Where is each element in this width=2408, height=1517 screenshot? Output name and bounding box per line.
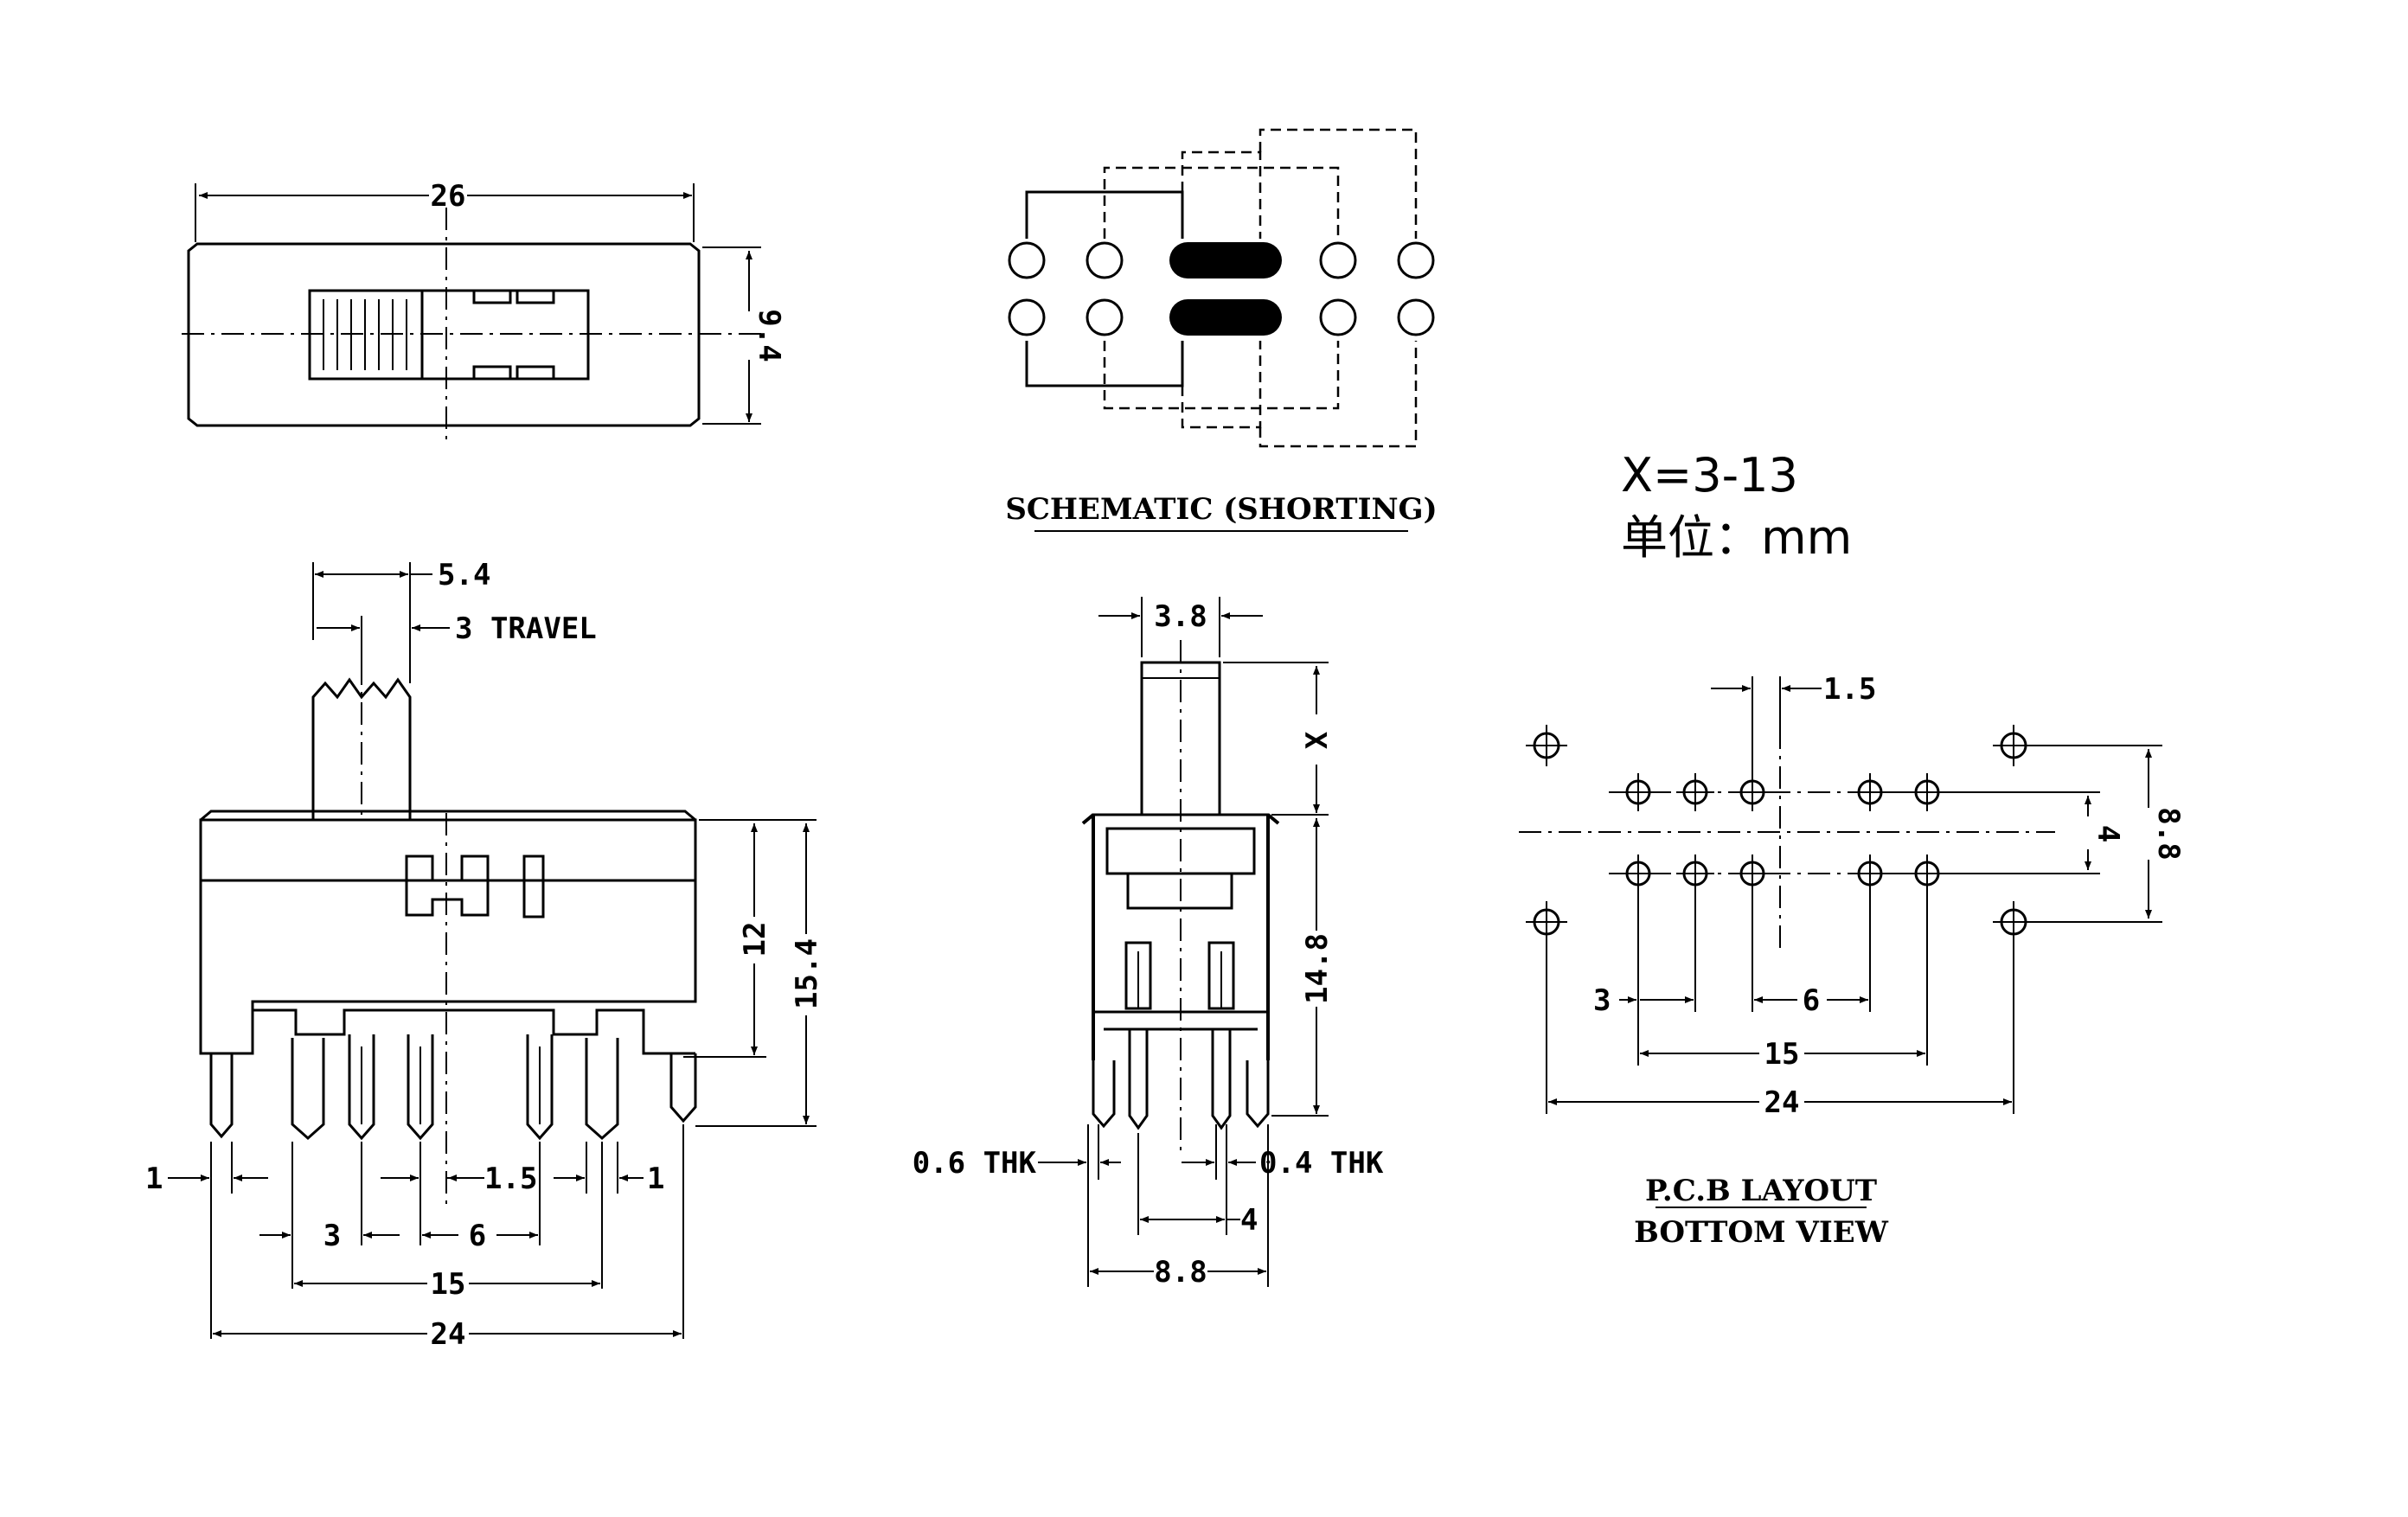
pcb-pin-holes	[1619, 773, 1946, 893]
h-slot-detail	[405, 855, 490, 917]
slot-detents	[472, 289, 555, 381]
dim-14-8-label: 14.8	[1300, 933, 1335, 1004]
side-view: 3.8 X 14.8 0.6 THK 0.4 THK 4 8.8	[913, 597, 1384, 1290]
front-pins	[291, 1034, 619, 1141]
travel-label: 3 TRAVEL	[455, 611, 597, 646]
pcb-dim-8-8-label: 8.8	[2151, 807, 2186, 860]
pcb-dim-4-label: 4	[2091, 825, 2125, 842]
dim-4-label: 4	[1240, 1203, 1258, 1238]
side-frame	[1081, 813, 1280, 1060]
pcb-dim-3-label: 3	[1593, 983, 1611, 1018]
dim-8-8-side-label: 8.8	[1154, 1255, 1207, 1290]
left-frame-leg	[209, 1053, 234, 1139]
dim-6-label: 6	[469, 1219, 486, 1253]
dim-9-4-label: 9.4	[752, 309, 786, 362]
pcb-mount-holes	[1526, 725, 2034, 943]
dim-12-label: 12	[738, 922, 772, 957]
dim-15-label: 15	[431, 1267, 466, 1302]
knob-ribs	[323, 299, 407, 370]
unit-note: 单位：mm	[1621, 510, 1852, 565]
pcb-dim-6-label: 6	[1803, 983, 1820, 1018]
dim-0-6-thk-label: 0.6 THK	[913, 1146, 1037, 1181]
pcb-layout-subtitle: BOTTOM VIEW	[1634, 1215, 1889, 1250]
front-view: 5.4 3 TRAVEL 12 15.4 1 1 1.5 3 6 15 24	[145, 558, 824, 1352]
housing-top	[199, 818, 697, 882]
side-pins	[1128, 1029, 1232, 1130]
side-contacts	[1124, 941, 1235, 1010]
top-view-outline	[187, 242, 701, 427]
dim-1-right-label: 1	[647, 1162, 664, 1196]
pcb-dim-1-5-label: 1.5	[1823, 672, 1876, 707]
shorting-bar-bottom	[1169, 299, 1282, 336]
pcb-layout-title: P.C.B LAYOUT	[1645, 1174, 1877, 1208]
dim-3-label: 3	[323, 1219, 341, 1253]
schematic: SCHEMATIC (SHORTING)	[1005, 128, 1438, 532]
dim-x-label: X	[1300, 731, 1335, 749]
top-view: 26 9.4	[182, 179, 786, 446]
pcb-dim-15-label: 15	[1764, 1037, 1800, 1072]
dim-0-4-thk-label: 0.4 THK	[1259, 1146, 1384, 1181]
dim-24-label: 24	[431, 1317, 466, 1352]
dim-5-4-label: 5.4	[438, 558, 490, 592]
pcb-dim-24-label: 24	[1764, 1085, 1800, 1120]
x-range-note: X=3-13	[1621, 448, 1798, 502]
right-frame-leg	[669, 1053, 697, 1123]
schematic-terminals	[1008, 241, 1435, 336]
rivet-slot	[522, 855, 545, 919]
housing-body	[199, 820, 697, 1055]
dim-3-8-label: 3.8	[1154, 599, 1207, 634]
schematic-dashed-paths	[1025, 128, 1418, 448]
schematic-title: SCHEMATIC (SHORTING)	[1005, 492, 1437, 527]
base-plate	[253, 1008, 695, 1055]
dim-1-5-label: 1.5	[484, 1162, 537, 1196]
shorting-bar-top	[1169, 242, 1282, 278]
dim-15-4-label: 15.4	[790, 938, 824, 1009]
dim-26-label: 26	[431, 179, 466, 214]
dim-1-left-label: 1	[145, 1162, 163, 1196]
actuator-stem	[311, 677, 412, 820]
pcb-layout: 1.5 4 8.8 3 6 15 24 P.C.B LAYOUT BOTTOM …	[1519, 672, 2186, 1250]
